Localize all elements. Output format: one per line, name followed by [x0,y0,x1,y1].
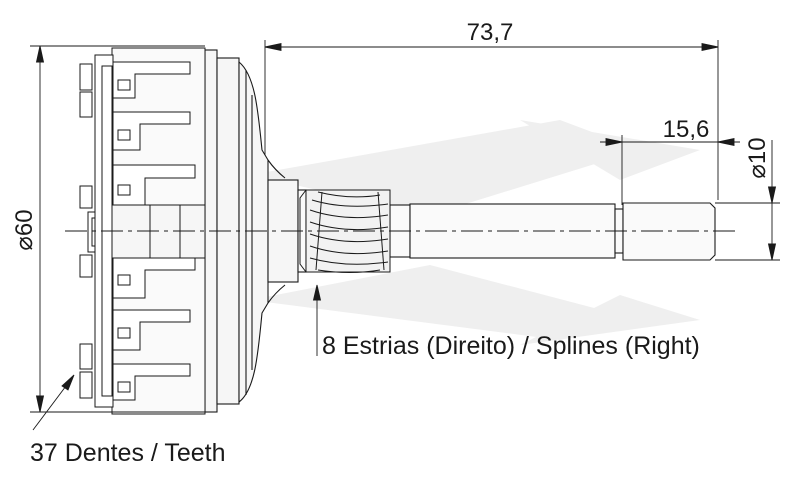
callout-splines-leader [312,284,322,356]
callout-teeth-leader [32,374,75,431]
dimension-shaft-end-label: 15,6 [663,116,710,143]
dimension-overall-length-label: 73,7 [467,19,514,46]
dimension-outer-diameter [30,45,205,413]
planetary-carrier-body [204,49,299,413]
dimension-shaft-diameter [715,140,780,261]
callout-teeth-text: 37 Dentes / Teeth [30,439,226,467]
callout-splines-text: 8 Estrias (Direito) / Splines (Right) [322,332,700,360]
dimension-outer-diameter-label: ⌀60 [11,209,38,250]
dimension-shaft-end [600,135,740,205]
dimension-shaft-diameter-label: ⌀10 [744,137,771,178]
dimension-overall-length [264,40,719,200]
